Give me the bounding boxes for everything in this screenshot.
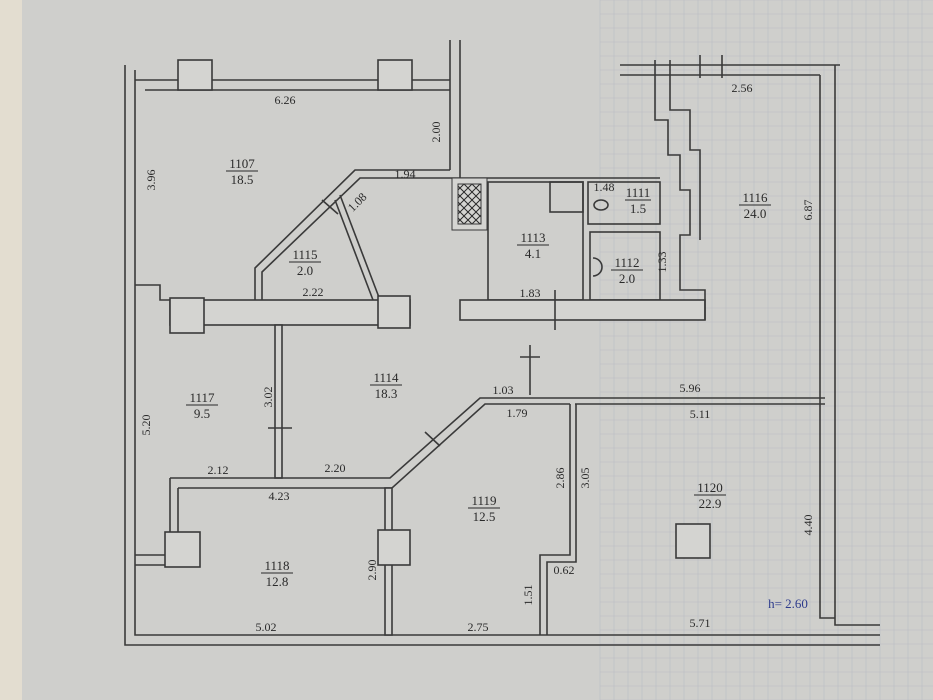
room-number: 1111 bbox=[626, 185, 651, 200]
room-number: 1113 bbox=[520, 230, 545, 245]
column bbox=[169, 297, 205, 334]
dimension: 1.03 bbox=[493, 383, 514, 397]
grid-lines bbox=[599, 0, 933, 700]
dimension: 5.02 bbox=[256, 620, 277, 634]
column bbox=[164, 531, 201, 568]
dimension: 3.96 bbox=[144, 170, 158, 191]
dimension: 2.22 bbox=[303, 285, 324, 299]
dimension: 4.23 bbox=[269, 489, 290, 503]
dimension: 2.12 bbox=[208, 463, 229, 477]
column bbox=[675, 523, 711, 559]
room-area: 24.0 bbox=[744, 206, 767, 221]
toilet-icon bbox=[593, 199, 609, 211]
sink-icon bbox=[592, 257, 603, 277]
dimension: 1.33 bbox=[655, 252, 669, 273]
dimension: 2.90 bbox=[365, 560, 379, 581]
room-number: 1120 bbox=[697, 480, 723, 495]
room-area: 1.5 bbox=[630, 201, 646, 216]
room-area: 2.0 bbox=[619, 271, 635, 286]
dimension: 2.20 bbox=[325, 461, 346, 475]
room-area: 4.1 bbox=[525, 246, 541, 261]
dimension: 3.02 bbox=[261, 387, 275, 408]
dimension: 4.40 bbox=[801, 515, 815, 536]
dimension: 1.48 bbox=[594, 180, 615, 194]
dimension: 2.75 bbox=[468, 620, 489, 634]
room-area: 22.9 bbox=[699, 496, 722, 511]
room-area: 18.5 bbox=[231, 172, 254, 187]
dimension: 1.51 bbox=[521, 585, 535, 606]
room-number: 1107 bbox=[229, 156, 255, 171]
dimension: 1.94 bbox=[395, 167, 416, 181]
walls bbox=[124, 40, 880, 646]
page-margin bbox=[0, 0, 22, 700]
dimension: 0.62 bbox=[554, 563, 575, 577]
dimension: 2.86 bbox=[553, 468, 567, 489]
vent-hatch-icon bbox=[457, 183, 482, 225]
room-area: 18.3 bbox=[375, 386, 398, 401]
column bbox=[377, 529, 411, 566]
dimension: 2.00 bbox=[429, 122, 443, 143]
dimension: 6.26 bbox=[275, 93, 296, 107]
dimension: 5.11 bbox=[690, 407, 711, 421]
dimension: 6.87 bbox=[801, 200, 815, 221]
dimension: 5.20 bbox=[139, 415, 153, 436]
dimension: 3.05 bbox=[578, 468, 592, 489]
room-number: 1118 bbox=[264, 558, 289, 573]
room-number: 1119 bbox=[471, 493, 496, 508]
column bbox=[177, 59, 213, 91]
room-number: 1117 bbox=[189, 390, 215, 405]
column bbox=[377, 59, 413, 91]
dimension: 1.83 bbox=[520, 286, 541, 300]
room-number: 1114 bbox=[373, 370, 399, 385]
room-number: 1116 bbox=[742, 190, 768, 205]
room-area: 2.0 bbox=[297, 263, 313, 278]
ceiling-height: h= 2.60 bbox=[768, 596, 808, 611]
dimension: 2.56 bbox=[732, 81, 753, 95]
dimension: 1.79 bbox=[507, 406, 528, 420]
dimension: 5.71 bbox=[690, 616, 711, 630]
room-area: 9.5 bbox=[194, 406, 210, 421]
column bbox=[377, 295, 411, 329]
room-number: 1115 bbox=[292, 247, 317, 262]
room-area: 12.5 bbox=[473, 509, 496, 524]
room-number: 1112 bbox=[614, 255, 639, 270]
room-area: 12.8 bbox=[266, 574, 289, 589]
dimension: 5.96 bbox=[680, 381, 701, 395]
